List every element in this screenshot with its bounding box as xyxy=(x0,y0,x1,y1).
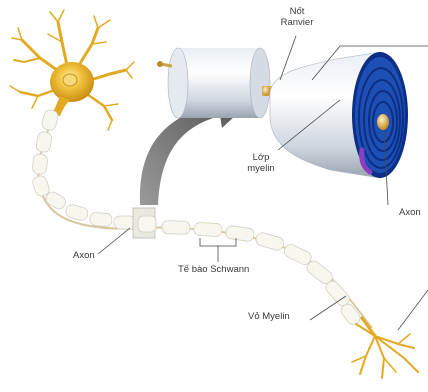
myelin-layer-label: Lớp myelin xyxy=(243,152,279,174)
zoom-cylinder-left xyxy=(168,48,270,118)
node-core xyxy=(262,86,270,96)
schwann-cell-label: Tế bào Schwann xyxy=(178,264,249,275)
axon-stub-tip xyxy=(157,61,163,67)
myelin-layer-label-line1: Lớp xyxy=(243,152,279,163)
myelin-cross-section xyxy=(352,52,408,178)
axon-label: Axon xyxy=(73,250,95,261)
zoom-source-marker xyxy=(133,208,156,238)
node-of-ranvier-label: Nốt Ranvier xyxy=(280,6,314,28)
nucleus xyxy=(63,74,77,86)
axon-zoom-label: Axon xyxy=(399,207,421,218)
myelin-layer-label-line2: myelin xyxy=(243,163,279,174)
node-of-ranvier-label-line1: Nốt xyxy=(280,6,314,17)
axon-terminals xyxy=(352,318,418,378)
myelin-sheath-label: Vỏ Myelin xyxy=(248,311,290,322)
axon-core xyxy=(377,114,389,130)
node-of-ranvier-label-line2: Ranvier xyxy=(280,17,314,28)
